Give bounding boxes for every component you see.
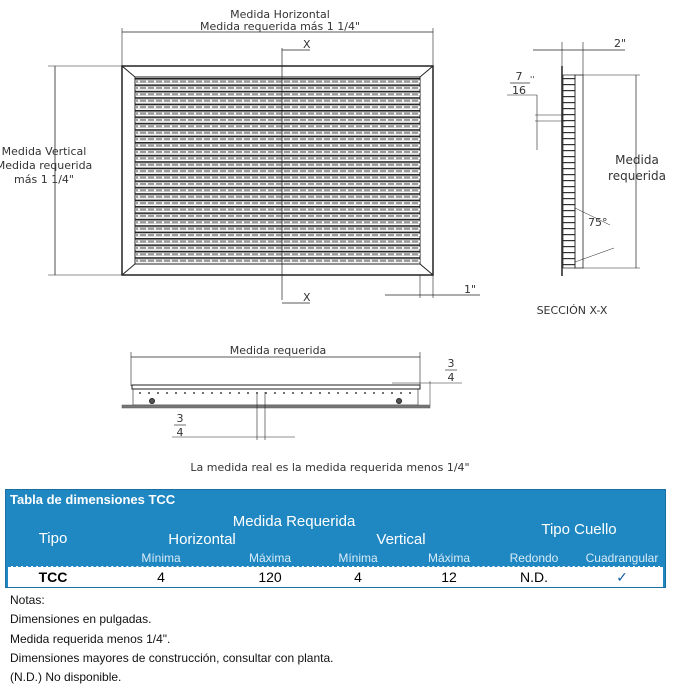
hole xyxy=(328,392,330,394)
vertical-dim-sub: Medida requerida xyxy=(0,159,92,172)
note-item: (N.D.) No disponible. xyxy=(10,670,122,685)
sub-cuadrangular: Cuadrangular xyxy=(585,551,659,565)
one-inch-label: 1" xyxy=(464,283,476,296)
section-caption: SECCIÓN X-X xyxy=(537,304,608,317)
frac-7-num: 7 xyxy=(516,70,523,83)
frac-3-num: 3 xyxy=(448,357,455,370)
hole xyxy=(175,392,177,394)
hole xyxy=(274,392,276,394)
hole xyxy=(229,392,231,394)
hole xyxy=(193,392,195,394)
inch-mark: '' xyxy=(530,75,534,84)
vertical-dim-sub2: más 1 1/4" xyxy=(14,173,74,186)
technical-drawing: Medida Horizontal Medida requerida más 1… xyxy=(0,8,666,440)
cell-h-min: 4 xyxy=(157,569,165,585)
hole xyxy=(409,392,411,394)
header-tipo: Tipo xyxy=(38,530,68,547)
hole xyxy=(166,392,168,394)
section-medida: Medida xyxy=(615,153,659,167)
table-row: TCC 4 120 4 12 N.D. ✓ xyxy=(8,566,663,587)
notes: Notas: Dimensiones en pulgadas. Medida r… xyxy=(10,591,334,687)
header-tipo-cuello: Tipo Cuello xyxy=(541,521,617,538)
bottom-holes xyxy=(139,392,411,394)
section-mark-top: X xyxy=(303,38,311,51)
real-measure-note: La medida real es la medida requerida me… xyxy=(190,461,470,474)
bottom-view xyxy=(121,352,462,440)
frac-3-num-2: 3 xyxy=(177,412,184,425)
sub-h-max: Máxima xyxy=(248,551,292,565)
hole xyxy=(301,392,303,394)
sub-v-max: Máxima xyxy=(427,551,471,565)
hole xyxy=(238,392,240,394)
note-item: Dimensiones en pulgadas. xyxy=(10,612,152,627)
two-inch-label: 2" xyxy=(614,37,626,50)
horizontal-dim-title: Medida Horizontal xyxy=(230,8,330,21)
hole xyxy=(283,392,285,394)
hole xyxy=(355,392,357,394)
sub-redondo: Redondo xyxy=(509,551,559,565)
section-view xyxy=(507,42,640,276)
header-medida: Medida Requerida xyxy=(232,513,356,530)
cell-tipo: TCC xyxy=(38,569,68,585)
hole xyxy=(139,392,141,394)
frac-4-den: 4 xyxy=(448,371,455,384)
vertical-dim-title: Medida Vertical xyxy=(2,145,87,158)
angle-label: 75° xyxy=(588,216,608,229)
hole xyxy=(256,392,258,394)
bottom-dim-label: Medida requerida xyxy=(230,344,327,357)
header-horizontal: Horizontal xyxy=(168,531,236,548)
hole xyxy=(319,392,321,394)
hole xyxy=(247,392,249,394)
note-item: Medida requerida menos 1/4". xyxy=(10,631,171,646)
check-icon: ✓ xyxy=(616,569,628,585)
hole xyxy=(265,392,267,394)
cell-v-min: 4 xyxy=(354,569,362,585)
hole xyxy=(202,392,204,394)
hole xyxy=(382,392,384,394)
hole xyxy=(346,392,348,394)
hole xyxy=(337,392,339,394)
dimensions-table: Tabla de dimensiones TCC Medida Requerid… xyxy=(5,489,666,588)
cell-h-max: 120 xyxy=(258,569,282,585)
sub-v-min: Mínima xyxy=(338,551,378,565)
section-mark-bottom: X xyxy=(303,291,311,304)
hole xyxy=(310,392,312,394)
hole xyxy=(148,392,150,394)
header-vertical: Vertical xyxy=(376,531,426,548)
frac-4-den-2: 4 xyxy=(177,426,184,439)
horizontal-dim-sub: Medida requerida más 1 1/4" xyxy=(200,20,360,33)
hole xyxy=(157,392,159,394)
front-view xyxy=(48,28,480,304)
hole xyxy=(211,392,213,394)
cell-v-max: 12 xyxy=(441,569,457,585)
frac-16-den: 16 xyxy=(512,84,526,97)
hole xyxy=(184,392,186,394)
cell-redondo: N.D. xyxy=(520,569,548,585)
hole xyxy=(400,392,402,394)
hole xyxy=(373,392,375,394)
sub-h-min: Mínima xyxy=(141,551,181,565)
hole xyxy=(364,392,366,394)
table-title: Tabla de dimensiones TCC xyxy=(10,492,176,507)
note-item: Dimensiones mayores de construcción, con… xyxy=(10,650,334,665)
notes-title: Notas: xyxy=(10,593,45,607)
hole xyxy=(220,392,222,394)
hole xyxy=(292,392,294,394)
section-requerida: requerida xyxy=(608,169,666,183)
hole xyxy=(391,392,393,394)
